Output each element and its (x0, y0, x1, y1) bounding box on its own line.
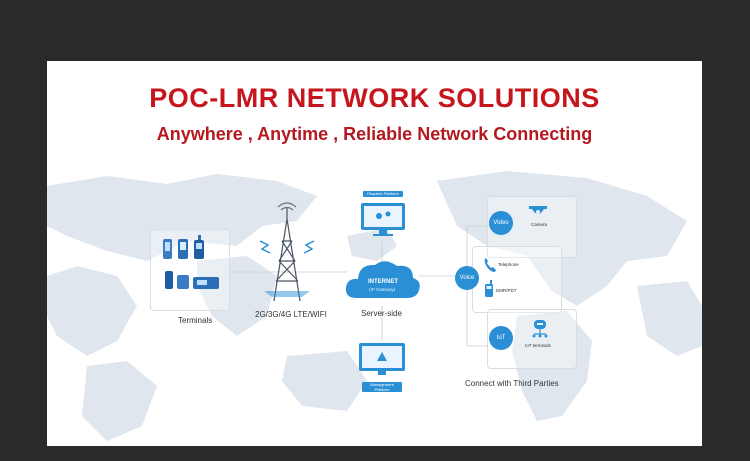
internet-cloud-icon (345, 261, 420, 298)
network-label: 2G/3G/4G LTE/WIFI (255, 310, 327, 319)
voice-circle: Voice (455, 266, 479, 290)
iot-circle: IoT (489, 326, 513, 350)
third-party-box-middle (472, 246, 562, 313)
world-map (47, 171, 702, 441)
camera-icon (529, 206, 547, 214)
management-tag-line1: Management (370, 382, 394, 387)
radio-devices-icon (163, 235, 219, 289)
cloud-label-gateway: (IP Gateway) (369, 287, 396, 292)
third-parties-label: Connect with Third Parties (465, 379, 559, 388)
management-tag-line2: Platform (374, 387, 390, 392)
server-side-label: Server-side (361, 309, 402, 318)
dmr-label: DMR/PDT (496, 288, 517, 293)
video-circle: Video (489, 211, 513, 235)
camera-label: Camera (531, 222, 548, 227)
iot-terminals-icon (532, 320, 548, 338)
dmr-radio-icon (485, 280, 493, 297)
cell-tower-icon (259, 202, 315, 302)
management-monitor-icon (359, 343, 405, 375)
dispatch-monitor-icon (361, 203, 405, 236)
page-title: POC-LMR NETWORK SOLUTIONS (149, 83, 600, 113)
iot-terminals-label: IoT terminals (525, 343, 551, 348)
telephone-label: Telephone (498, 262, 519, 267)
page-subtitle: Anywhere , Anytime , Reliable Network Co… (156, 124, 593, 144)
diagram-canvas: POC-LMR NETWORK SOLUTIONS Anywhere , Any… (47, 61, 702, 446)
terminals-label: Terminals (178, 316, 213, 325)
dispatch-platform-tag: Dispatch Platform (363, 191, 403, 197)
management-platform-tag: Management Platform (362, 382, 402, 392)
telephone-icon (484, 258, 496, 272)
cloud-label-internet: INTERNET (368, 279, 398, 285)
